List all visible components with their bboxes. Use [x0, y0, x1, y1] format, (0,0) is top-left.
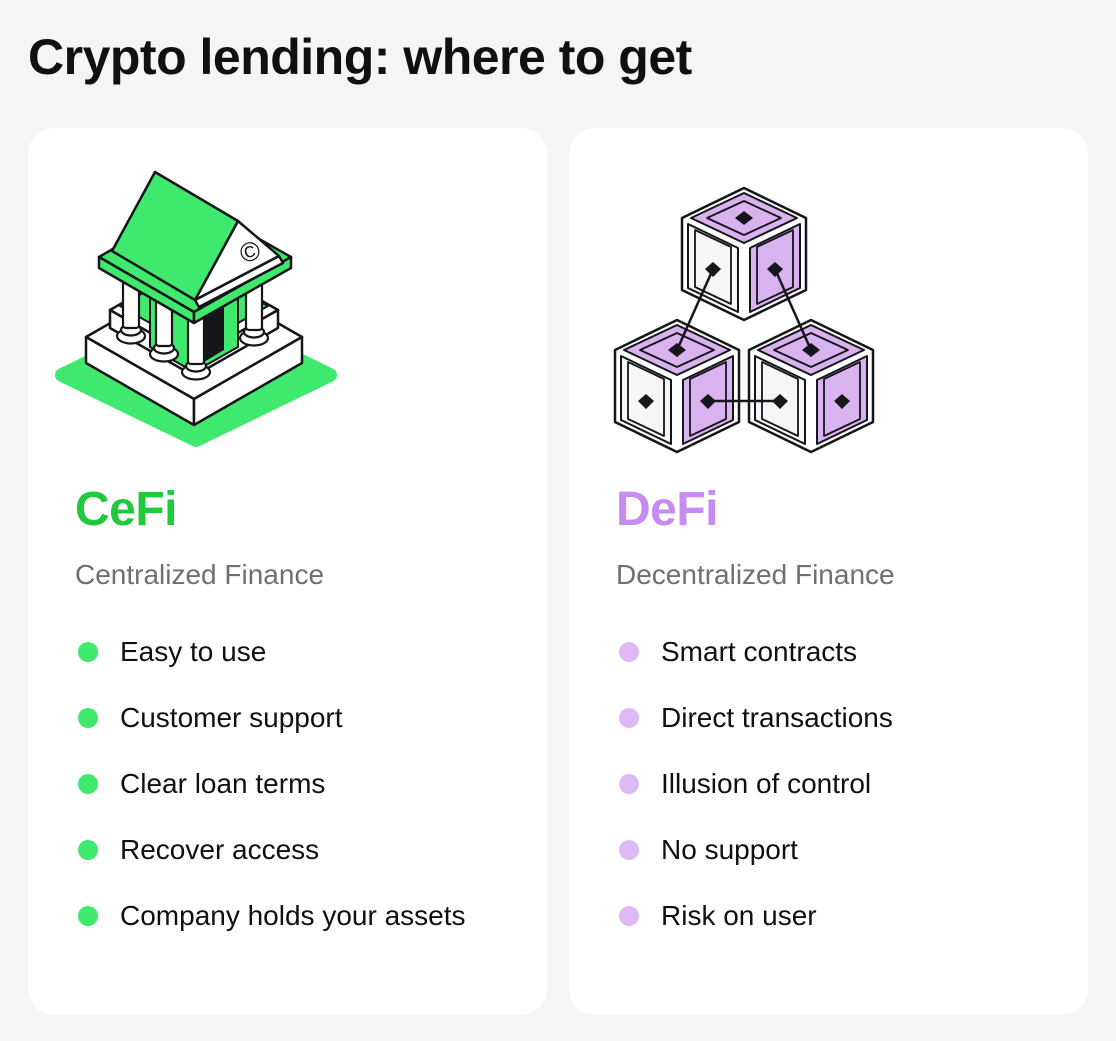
- cube-top: [680, 186, 808, 322]
- cefi-heading: CeFi: [75, 483, 178, 536]
- bullet-dot-icon: [619, 840, 639, 860]
- list-item: Clear loan terms: [78, 764, 547, 804]
- cefi-illustration: ©: [28, 128, 547, 460]
- list-item-label: Easy to use: [120, 636, 267, 667]
- list-item: Risk on user: [619, 896, 1088, 936]
- defi-heading: DeFi: [616, 483, 719, 536]
- cefi-feature-list: Easy to use Customer support Clear loan …: [78, 632, 547, 936]
- cube-right: [747, 318, 875, 454]
- list-item: Smart contracts: [619, 632, 1088, 672]
- card-defi: DeFi Decentralized Finance Smart contrac…: [569, 128, 1088, 1015]
- network-links: [675, 267, 813, 403]
- list-item-label: Smart contracts: [661, 636, 858, 667]
- bank-building-icon: ©: [55, 170, 337, 447]
- bullet-dot-icon: [619, 642, 639, 662]
- list-item: No support: [619, 830, 1088, 870]
- bullet-dot-icon: [619, 774, 639, 794]
- bullet-dot-icon: [78, 708, 98, 728]
- blockchain-cubes-icon: [613, 186, 875, 454]
- list-item: Company holds your assets: [78, 896, 547, 936]
- list-item-label: Company holds your assets: [120, 900, 466, 931]
- list-item: Customer support: [78, 698, 547, 738]
- bullet-dot-icon: [619, 708, 639, 728]
- list-item-label: Risk on user: [661, 900, 817, 931]
- list-item-label: No support: [661, 834, 798, 865]
- list-item-label: Customer support: [120, 702, 343, 733]
- bullet-dot-icon: [78, 906, 98, 926]
- bullet-dot-icon: [78, 774, 98, 794]
- list-item-label: Illusion of control: [661, 768, 872, 799]
- bullet-dot-icon: [78, 840, 98, 860]
- defi-illustration: [569, 128, 1088, 460]
- list-item-label: Recover access: [120, 834, 320, 865]
- list-item: Recover access: [78, 830, 547, 870]
- bullet-dot-icon: [78, 642, 98, 662]
- defi-feature-list: Smart contracts Direct transactions Illu…: [619, 632, 1088, 936]
- list-item-label: Direct transactions: [661, 702, 893, 733]
- cube-left: [613, 318, 741, 454]
- list-item-label: Clear loan terms: [120, 768, 326, 799]
- list-item: Easy to use: [78, 632, 547, 672]
- defi-subtitle: Decentralized Finance: [616, 559, 895, 590]
- cefi-subtitle: Centralized Finance: [75, 559, 325, 590]
- list-item: Direct transactions: [619, 698, 1088, 738]
- page-title: Crypto lending: where to get: [28, 29, 692, 85]
- card-cefi: © CeFi Centralized Finance Easy to use C…: [28, 128, 547, 1015]
- bullet-dot-icon: [619, 906, 639, 926]
- comparison-cards: © CeFi Centralized Finance Easy to use C…: [28, 128, 1088, 1015]
- list-item: Illusion of control: [619, 764, 1088, 804]
